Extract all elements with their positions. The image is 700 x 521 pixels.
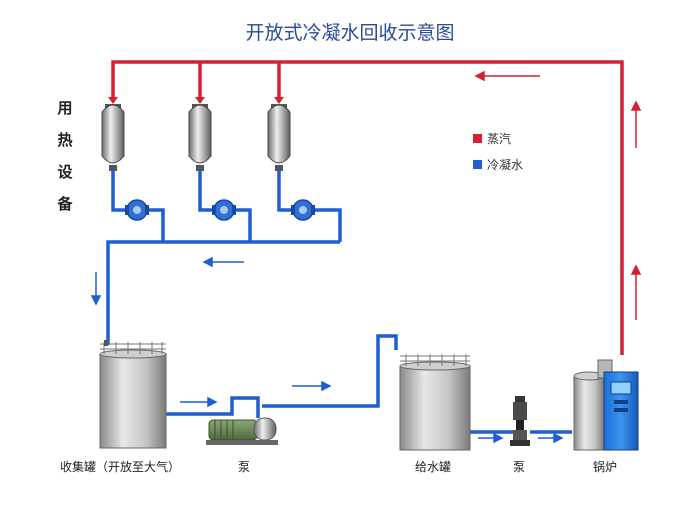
- steam-trap-3: [291, 199, 315, 221]
- legend-condensate-swatch: [473, 160, 482, 169]
- steam-arrow-heads-down: [108, 97, 284, 104]
- steam-trap-2: [212, 199, 236, 221]
- steam-flow-arrows: [474, 70, 642, 320]
- heat-equipment-label: 用热设备: [57, 99, 73, 213]
- collection-tank: [99, 340, 167, 449]
- legend-condensate: 冷凝水: [473, 156, 523, 173]
- steam-trap-1: [125, 199, 149, 221]
- legend-condensate-label: 冷凝水: [487, 158, 524, 172]
- feed-tank: [399, 354, 471, 451]
- heat-vessel-2: [188, 104, 212, 171]
- feed-tank-label: 给水罐: [415, 460, 452, 474]
- legend-steam-label: 蒸汽: [487, 132, 512, 146]
- heat-vessel-3: [267, 104, 291, 171]
- diagram-title: 开放式冷凝水回收示意图: [245, 22, 455, 44]
- steam-lines: [111, 60, 624, 355]
- pump-2: [510, 396, 530, 446]
- heat-vessel-1: [101, 104, 125, 171]
- pump-1-label: 泵: [238, 460, 251, 474]
- condensate-lines: [106, 170, 572, 434]
- legend-steam: 蒸汽: [473, 130, 511, 147]
- legend-steam-swatch: [473, 134, 482, 143]
- boiler-label: 锅炉: [593, 460, 618, 474]
- pump-2-label: 泵: [513, 460, 526, 474]
- boiler: [573, 359, 639, 451]
- condensate-flow-arrows: [90, 256, 564, 444]
- collection-tank-label: 收集罐（开放至大气）: [60, 460, 181, 474]
- pump-1: [206, 417, 278, 445]
